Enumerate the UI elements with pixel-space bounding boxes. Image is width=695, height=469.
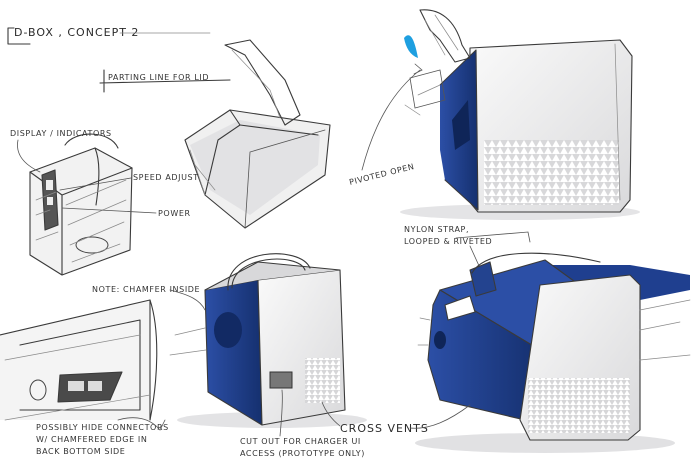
- display-block-sketch: [29, 133, 133, 276]
- svg-text:CROSS VENTS: CROSS VENTS: [340, 422, 429, 435]
- svg-text:CUT OUT FOR CHARGER UI: CUT OUT FOR CHARGER UI: [240, 437, 361, 446]
- lid-open-sketch: [184, 39, 331, 229]
- box-main-render: [415, 252, 691, 453]
- svg-text:NYLON STRAP,: NYLON STRAP,: [404, 225, 469, 234]
- possibly-hide-annotation: POSSIBLY HIDE CONNECTORS W/ CHAMFERED ED…: [36, 417, 169, 456]
- svg-text:DISPLAY / INDICATORS: DISPLAY / INDICATORS: [10, 129, 112, 138]
- svg-text:PARTING LINE FOR LID: PARTING LINE FOR LID: [108, 73, 209, 82]
- speed-adjust-annotation: SPEED ADJUST: [59, 173, 199, 191]
- sheet-title: D-BOX , CONCEPT 2: [7, 26, 211, 45]
- power-annotation: POWER: [61, 207, 191, 218]
- svg-text:PIVOTED OPEN: PIVOTED OPEN: [348, 162, 415, 187]
- svg-text:POSSIBLY HIDE CONNECTORS: POSSIBLY HIDE CONNECTORS: [36, 423, 169, 432]
- svg-text:NOTE: CHAMFER INSIDE: NOTE: CHAMFER INSIDE: [92, 285, 200, 294]
- note-chamfer-annotation: NOTE: CHAMFER INSIDE: [92, 285, 206, 311]
- svg-text:POWER: POWER: [158, 209, 191, 218]
- box-handle-render: [169, 253, 367, 428]
- svg-text:D-BOX , CONCEPT 2: D-BOX , CONCEPT 2: [14, 26, 139, 39]
- cross-vents-annotation: CROSS VENTS: [321, 401, 471, 435]
- cutout-annotation: CUT OUT FOR CHARGER UI ACCESS (PROTOTYPE…: [240, 389, 365, 458]
- parting-line-annotation: PARTING LINE FOR LID: [99, 69, 231, 93]
- svg-text:BACK BOTTOM SIDE: BACK BOTTOM SIDE: [36, 447, 125, 456]
- nylon-strap-annotation: NYLON STRAP, LOOPED & RIVETED: [404, 225, 531, 269]
- svg-text:ACCESS (PROTOTYPE ONLY): ACCESS (PROTOTYPE ONLY): [240, 449, 365, 458]
- display-indicators-annotation: DISPLAY / INDICATORS: [10, 129, 112, 173]
- svg-text:W/ CHAMFERED EDGE IN: W/ CHAMFERED EDGE IN: [36, 435, 147, 444]
- svg-text:SPEED ADJUST: SPEED ADJUST: [133, 173, 199, 182]
- connector-detail-sketch: [0, 299, 158, 421]
- svg-text:LOOPED & RIVETED: LOOPED & RIVETED: [404, 237, 492, 246]
- box-pivoted-render: [400, 9, 640, 220]
